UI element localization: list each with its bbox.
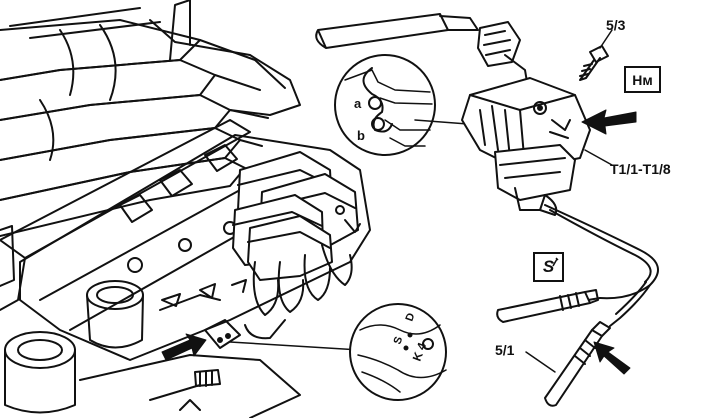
installed-ignition-coils [204,151,361,349]
installed-coil-connector [204,319,241,349]
oil-filler-cap [86,280,144,349]
sensor-arrow [593,341,631,375]
mounting-bolt [579,45,609,81]
sensor-leader [525,351,556,373]
detail-k4-leader [229,341,361,351]
installed-coil-4 [247,215,333,281]
label-sensor-5-1: 5/1 [495,342,515,358]
harness-connector-plug [477,21,529,96]
sensor-lower-5-1 [544,321,611,407]
torque-symbol-label: Нм [632,71,653,88]
front-cap [0,225,76,414]
coil-boots [244,244,353,340]
coil-arrow [581,109,637,135]
wrench-icon [552,257,559,267]
removed-ignition-coil [315,13,591,216]
bolt-leader [599,29,613,49]
label-coils-t1: T1/1-T1/8 [610,161,671,177]
sensor-cables [544,204,659,327]
engine-lower-edge [79,354,301,418]
coils-leader [584,149,613,166]
wiring-harness-sleeve [315,13,449,49]
label-bolt-5-3: 5/3 [606,17,626,33]
sensor-upper [496,289,599,323]
fuel-rail [0,119,251,311]
connector-arrow-engine [161,333,207,361]
detail-view-terminals-ab: a b [334,54,436,156]
detail-label-d: D [404,311,418,323]
special-tool-symbol-box: S [533,252,564,282]
engine-bolt-head [194,369,221,387]
detail-view-connector-k4: D S K 4 [349,303,447,401]
detail-label-s: S [392,335,406,346]
detail-label-a: a [354,96,362,111]
torque-symbol-box: Нм [624,66,661,93]
special-tool-symbol-label: S [542,257,555,276]
detail-label-b: b [357,128,365,143]
detail-label-k4: K 4 [410,340,430,363]
